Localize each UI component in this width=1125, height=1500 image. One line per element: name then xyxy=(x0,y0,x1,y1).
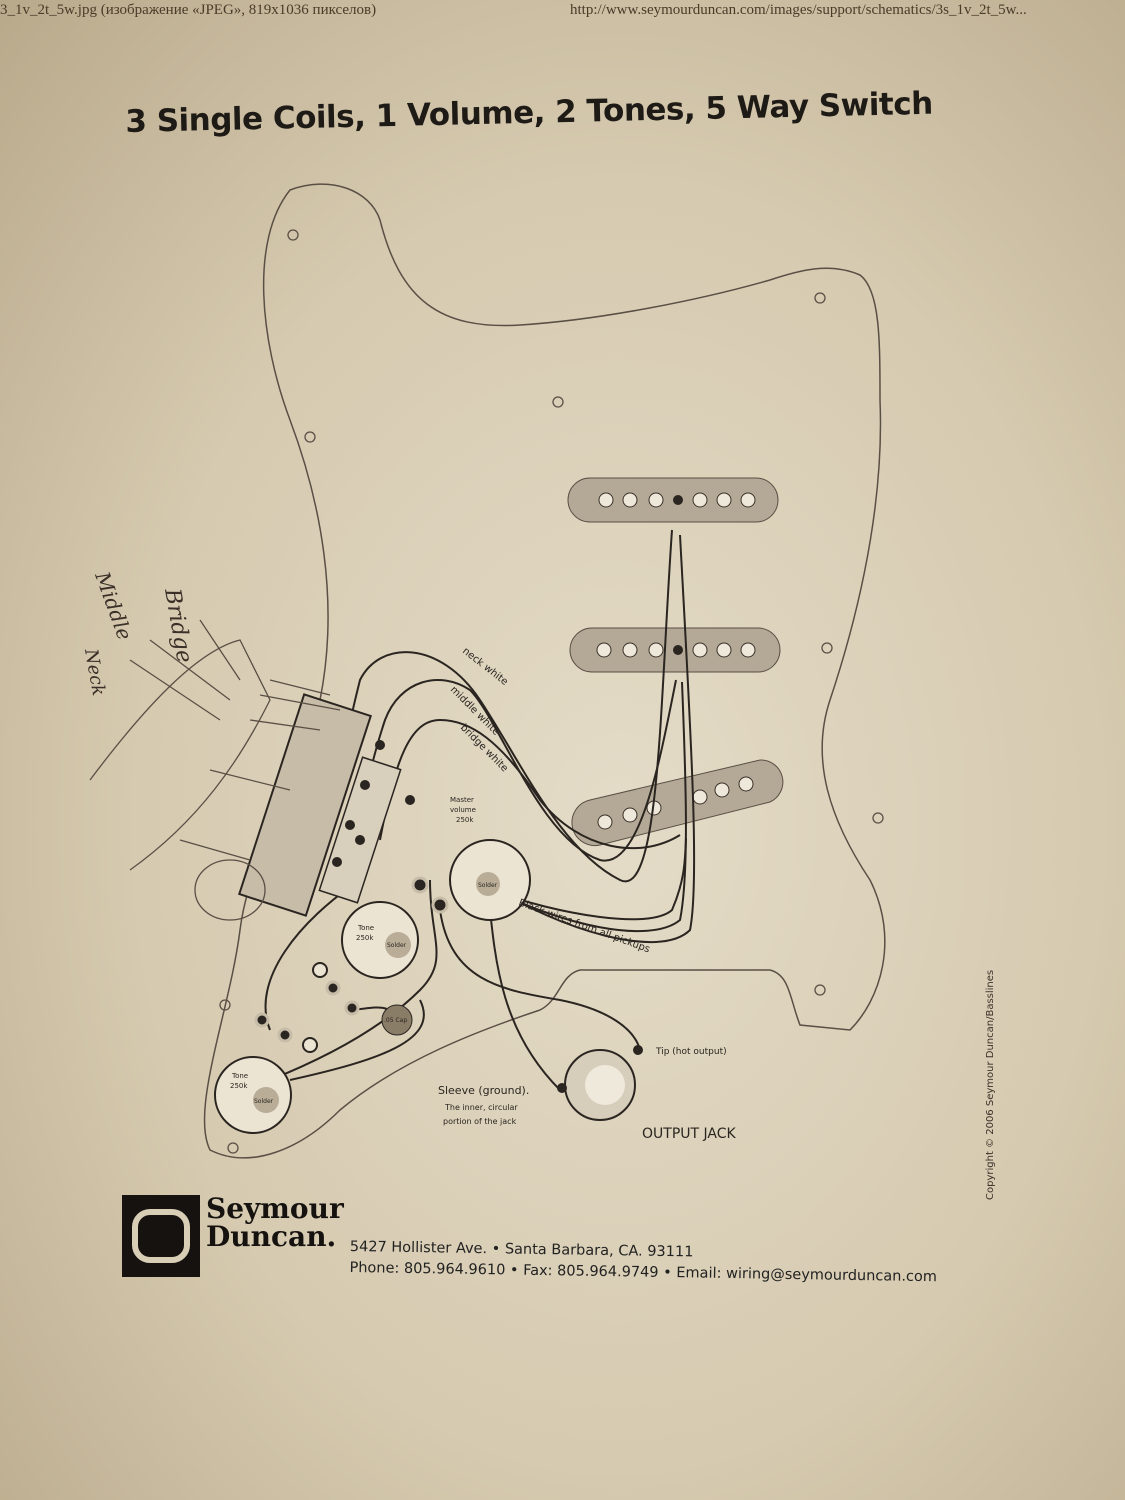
url-text: http://www.seymourduncan.com/images/supp… xyxy=(570,2,1027,18)
tone2-solder: Solder xyxy=(254,1098,274,1105)
cap-label: .05 Cap xyxy=(384,1017,407,1024)
brand-line-1: Seymour xyxy=(206,1192,344,1225)
label-bridge-white: bridge white xyxy=(458,722,510,774)
tone-pot-1 xyxy=(312,901,419,1016)
jack-tip-label: Tip (hot output) xyxy=(655,1047,727,1057)
seymour-duncan-logo xyxy=(122,1195,200,1277)
wires xyxy=(264,529,696,1091)
output-jack xyxy=(557,1045,643,1121)
neck-pickup xyxy=(567,477,779,523)
handwritten-neck: Neck xyxy=(80,646,109,697)
tone1-label-1: Tone xyxy=(357,924,374,932)
tone2-label-1: Tone xyxy=(231,1072,248,1080)
tone1-solder: Solder xyxy=(387,942,407,949)
brand-name: Seymour Duncan. xyxy=(206,1195,344,1251)
tone-capacitor xyxy=(381,1004,413,1036)
jack-sleeve-label: Sleeve (ground). xyxy=(438,1084,529,1097)
browser-title-bar: 3_1v_2t_5w.jpg (изображение «JPEG», 819x… xyxy=(0,0,1125,24)
volume-solder: Solder xyxy=(478,882,498,889)
handwritten-middle: Middle xyxy=(90,568,137,644)
copyright: Copyright © 2006 Seymour Duncan/Bassline… xyxy=(985,969,996,1200)
brand-line-2: Duncan. xyxy=(206,1220,337,1253)
output-jack-title: OUTPUT JACK xyxy=(642,1126,736,1142)
volume-pot xyxy=(411,839,531,921)
label-neck-white: neck white xyxy=(460,646,510,688)
tone-pot-2 xyxy=(214,1012,318,1134)
volume-label-2: volume xyxy=(450,806,476,814)
jack-sleeve-note-1: The inner, circular xyxy=(444,1103,518,1112)
middle-pickup xyxy=(569,627,781,673)
screw-holes xyxy=(219,229,884,1154)
handwritten-bridge: Bridge xyxy=(159,586,197,665)
tone1-label-2: 250k xyxy=(356,934,374,942)
tone2-label-2: 250k xyxy=(230,1082,248,1090)
volume-label-3: 250k xyxy=(456,816,474,824)
pickguard-outline xyxy=(203,183,886,1159)
volume-label-1: Master xyxy=(450,796,474,804)
label-ground-wires: Black wires from all pickups xyxy=(517,897,651,955)
five-way-switch xyxy=(238,693,415,917)
hand-sketch xyxy=(89,619,341,921)
jack-sleeve-note-2: portion of the jack xyxy=(443,1117,517,1126)
bridge-pickup xyxy=(571,759,784,847)
file-title: 3_1v_2t_5w.jpg (изображение «JPEG», 819x… xyxy=(0,2,377,18)
